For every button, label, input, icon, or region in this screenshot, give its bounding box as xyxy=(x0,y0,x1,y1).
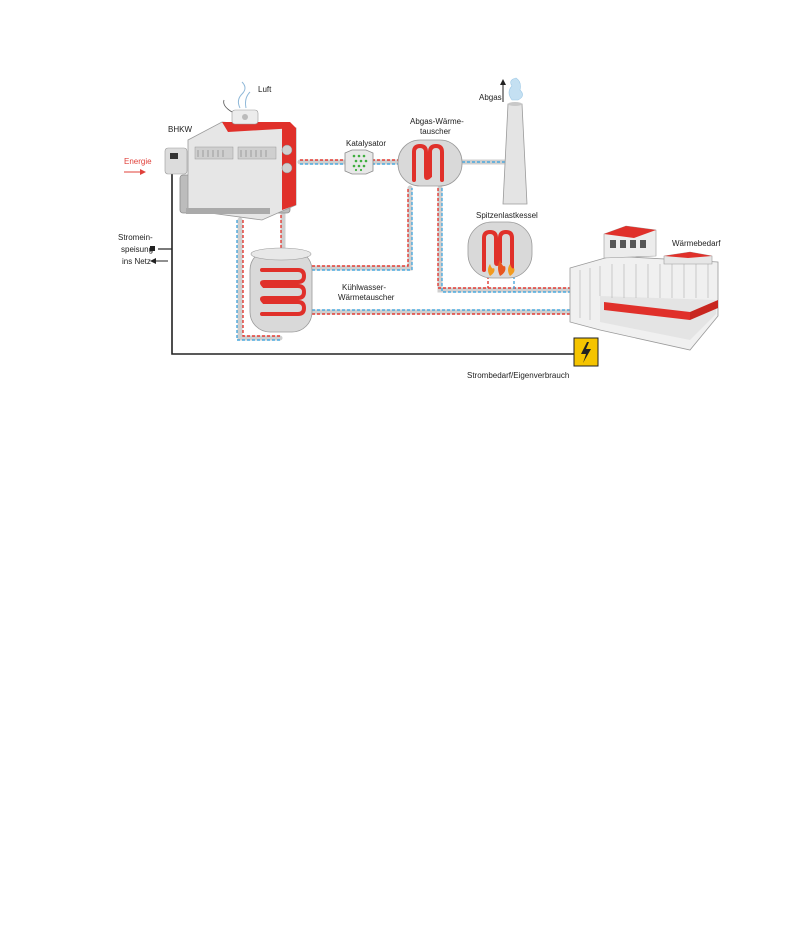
catalyst xyxy=(344,149,374,175)
arrow-right-icon xyxy=(124,169,146,175)
label-energie: Energie xyxy=(124,157,152,166)
lightning-icon xyxy=(581,342,591,363)
label-abgas: Abgas xyxy=(479,93,502,102)
exhaust-heat-exchanger xyxy=(397,139,463,187)
peak-load-boiler xyxy=(467,221,533,279)
diagram-labels: Luft Abgas BHKW Energie Katalysator Abga… xyxy=(118,85,721,380)
arrow-left-icon xyxy=(150,258,168,264)
air-intake-icon xyxy=(237,81,251,109)
power-consumption-box xyxy=(573,337,599,367)
label-bhkw: BHKW xyxy=(168,125,192,134)
bhkw-engine xyxy=(164,109,297,221)
label-stromeinspeisung-2: speisung xyxy=(121,245,153,254)
label-katalysator: Katalysator xyxy=(346,139,386,148)
label-luft: Luft xyxy=(258,85,272,94)
label-kuehlwasser-2: Wärmetauscher xyxy=(338,293,395,302)
flame-icon xyxy=(488,260,515,276)
label-strombedarf: Strombedarf/Eigenverbrauch xyxy=(467,371,569,380)
label-waermebedarf: Wärmebedarf xyxy=(672,239,721,248)
arrow-up-icon xyxy=(500,79,506,102)
chimney xyxy=(502,77,528,205)
label-abgas-waermetauscher-1: Abgas-Wärme- xyxy=(410,117,464,126)
pipe-network xyxy=(236,159,578,341)
label-abgas-waermetauscher-2: tauscher xyxy=(420,127,451,136)
label-stromeinspeisung-3: ins Netz xyxy=(122,257,151,266)
heat-demand-building xyxy=(569,225,719,351)
label-kuehlwasser-1: Kühlwasser- xyxy=(342,283,386,292)
coolant-heat-exchanger xyxy=(249,247,313,333)
label-stromeinspeisung-1: Stromein- xyxy=(118,233,153,242)
label-spitzenlastkessel: Spitzenlastkessel xyxy=(476,211,538,220)
